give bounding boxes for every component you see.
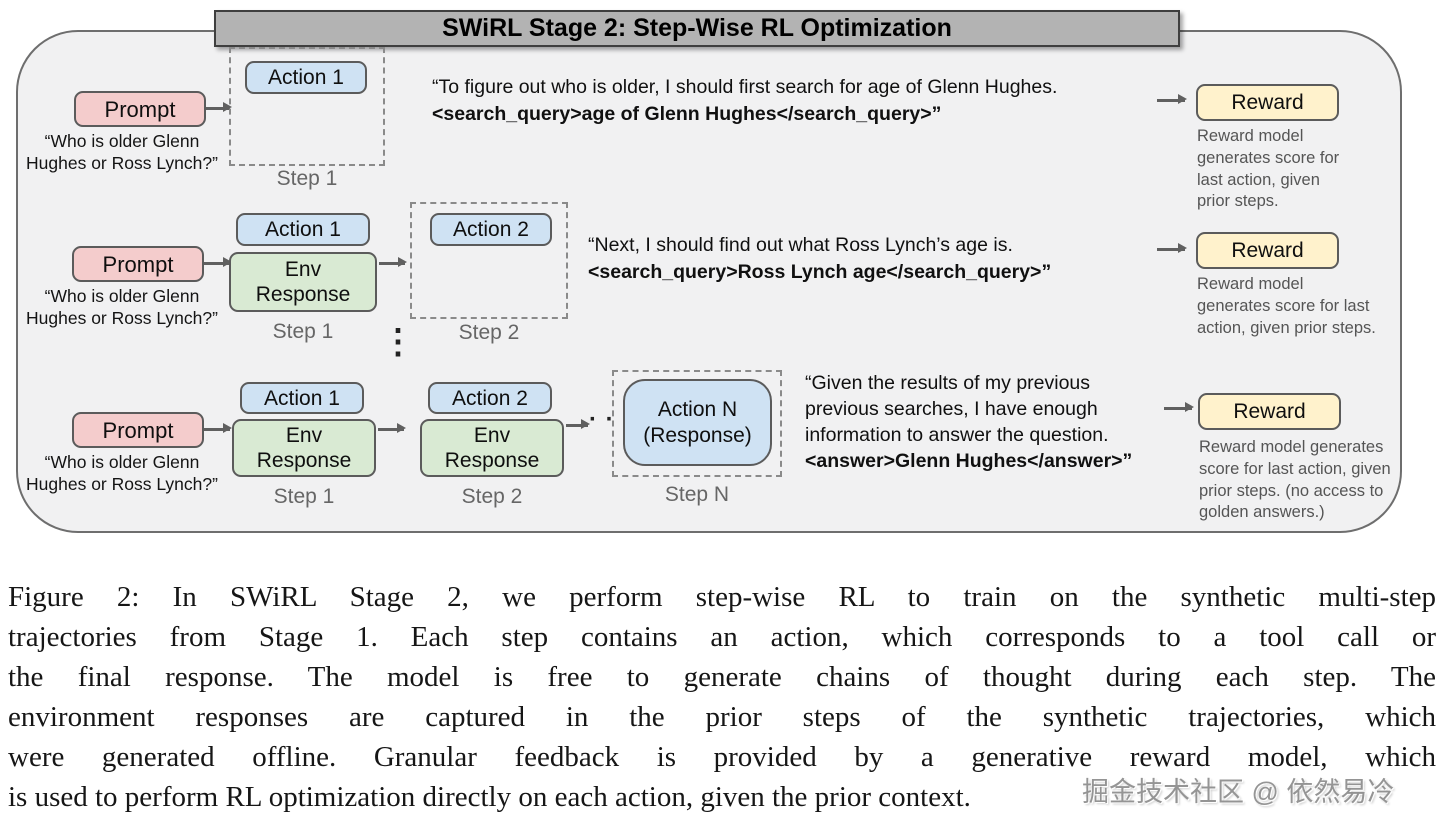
env-response-line: Env [284,258,322,281]
reward-desc-line: Reward model generates [1199,438,1384,456]
thought-text: “Next, I should find out what Ross Lynch… [588,232,1148,285]
action1-box: Action 1 [240,382,364,414]
step2-label: Step 2 [458,321,520,344]
reward-box: Reward [1196,232,1339,269]
vertical-ellipsis: ⋮ [381,323,415,361]
arrow-thought-to-reward [1157,95,1187,104]
thought-text: “Given the results of my previous previo… [805,370,1165,474]
step1-label: Step 1 [273,485,335,508]
watermark: 掘金技术社区 @ 依然易冷 [1082,777,1395,807]
caption-line: Figure 2: In SWiRL Stage 2, we perform s… [8,581,1436,613]
step1-label: Step 1 [272,320,334,343]
thought-line: information to answer the question. [805,424,1109,446]
thought-line: “Given the results of my previous [805,372,1091,394]
action1-label: Action 1 [264,386,340,410]
prompt-label: Prompt [102,251,174,277]
action2-label: Action 2 [452,386,528,410]
arrow-thought-to-reward [1157,244,1187,253]
prompt-label: Prompt [104,96,176,122]
diagram-title: SWiRL Stage 2: Step-Wise RL Optimization [442,14,952,42]
action1-box: Action 1 [245,61,367,94]
arrow-prompt-to-step1 [204,258,232,267]
prompt-quote-line: Hughes or Ross Lynch?” [26,473,218,494]
arrow-prompt-to-step1 [206,103,232,112]
arrow-step1-to-step2 [379,258,407,267]
reward-desc-line: score for last action, given [1199,459,1391,478]
prompt-quote: “Who is older Glenn Hughes or Ross Lynch… [8,131,236,174]
actionN-box: Action N (Response) [623,379,772,466]
reward-description: Reward model generates score for last ac… [1197,126,1377,213]
caption-line: environment responses are captured in th… [8,701,1436,733]
reward-label: Reward [1231,239,1304,262]
prompt-quote-line: “Who is older Glenn [44,452,200,472]
stepN-label: Step N [664,483,730,506]
reward-description: Reward model generates score for last ac… [1197,274,1407,339]
arrow-thought-to-reward [1164,403,1194,412]
reward-desc-line: prior steps. (no access to [1199,481,1384,500]
action2-label: Action 2 [453,218,529,241]
thought-line: “To figure out who is older, I should fi… [432,76,1058,98]
arrow-prompt-to-step1 [204,424,232,433]
prompt-quote: “Who is older Glenn Hughes or Ross Lynch… [8,286,236,329]
reward-box: Reward [1198,393,1341,430]
env-response-box: Env Response [420,419,564,477]
thought-tagged-line: <search_query>age of Glenn Hughes</searc… [432,102,942,125]
caption-line: is used to perform RL optimization direc… [8,781,971,813]
reward-box: Reward [1196,84,1339,121]
prompt-quote-line: Hughes or Ross Lynch?” [26,307,218,328]
reward-desc-line: Reward model [1197,127,1304,145]
thought-text: “To figure out who is older, I should fi… [432,74,1162,127]
prompt-box: Prompt [72,246,204,282]
thought-line: previous searches, I have enough [805,398,1098,420]
caption-line: trajectories from Stage 1. Each step con… [8,621,1436,653]
stepN-dashed-box [612,370,782,477]
reward-desc-line: generates score for [1197,148,1340,167]
env-response-line: Env [473,424,511,447]
figure-caption: Figure 2: In SWiRL Stage 2, we perform s… [8,577,1436,817]
ellipsis-dots: · · [589,406,615,433]
arrow-step2-to-stepN [566,420,590,429]
reward-desc-line: golden answers.) [1199,503,1325,522]
prompt-quote-line: Hughes or Ross Lynch?” [26,152,218,173]
thought-tagged-line: <search_query>Ross Lynch age</search_que… [588,260,1052,283]
prompt-box: Prompt [72,412,204,448]
reward-desc-line: Reward model [1197,275,1304,293]
actionN-label-line: (Response) [643,423,752,447]
prompt-box: Prompt [74,91,206,127]
reward-desc-line: last action, given [1197,170,1320,189]
env-response-line: Response [256,449,352,472]
step2-label: Step 2 [461,485,523,508]
env-response-line: Response [255,283,351,306]
env-response-line: Response [444,449,540,472]
step1-label: Step 1 [276,167,338,190]
reward-desc-line: action, given prior steps. [1197,318,1376,337]
prompt-label: Prompt [102,417,174,443]
caption-line: the final response. The model is free to… [8,661,1436,693]
reward-label: Reward [1231,91,1304,114]
actionN-label-line: Action N [657,397,738,421]
reward-label: Reward [1233,400,1306,423]
prompt-quote-line: “Who is older Glenn [44,131,200,151]
arrow-step1-to-step2 [378,424,406,433]
prompt-quote: “Who is older Glenn Hughes or Ross Lynch… [8,452,236,495]
env-response-box: Env Response [229,252,377,312]
reward-desc-line: generates score for last [1197,296,1370,315]
thought-line: “Next, I should find out what Ross Lynch… [588,234,1013,256]
env-response-line: Env [285,424,323,447]
caption-line: were generated offline. Granular feedbac… [8,741,1436,773]
action1-label: Action 1 [268,66,344,89]
diagram-title-bar: SWiRL Stage 2: Step-Wise RL Optimization [214,10,1180,47]
step2-dashed-box [410,202,568,319]
action1-label: Action 1 [265,218,341,241]
action2-box: Action 2 [428,382,552,414]
reward-desc-line: prior steps. [1197,192,1279,211]
action1-box: Action 1 [236,213,370,246]
env-response-box: Env Response [232,419,376,477]
thought-tagged-line: <answer>Glenn Hughes</answer>” [805,450,1133,472]
action2-box: Action 2 [430,213,552,246]
step1-dashed-box [229,47,385,166]
reward-description: Reward model generates score for last ac… [1199,437,1415,524]
prompt-quote-line: “Who is older Glenn [44,286,200,306]
